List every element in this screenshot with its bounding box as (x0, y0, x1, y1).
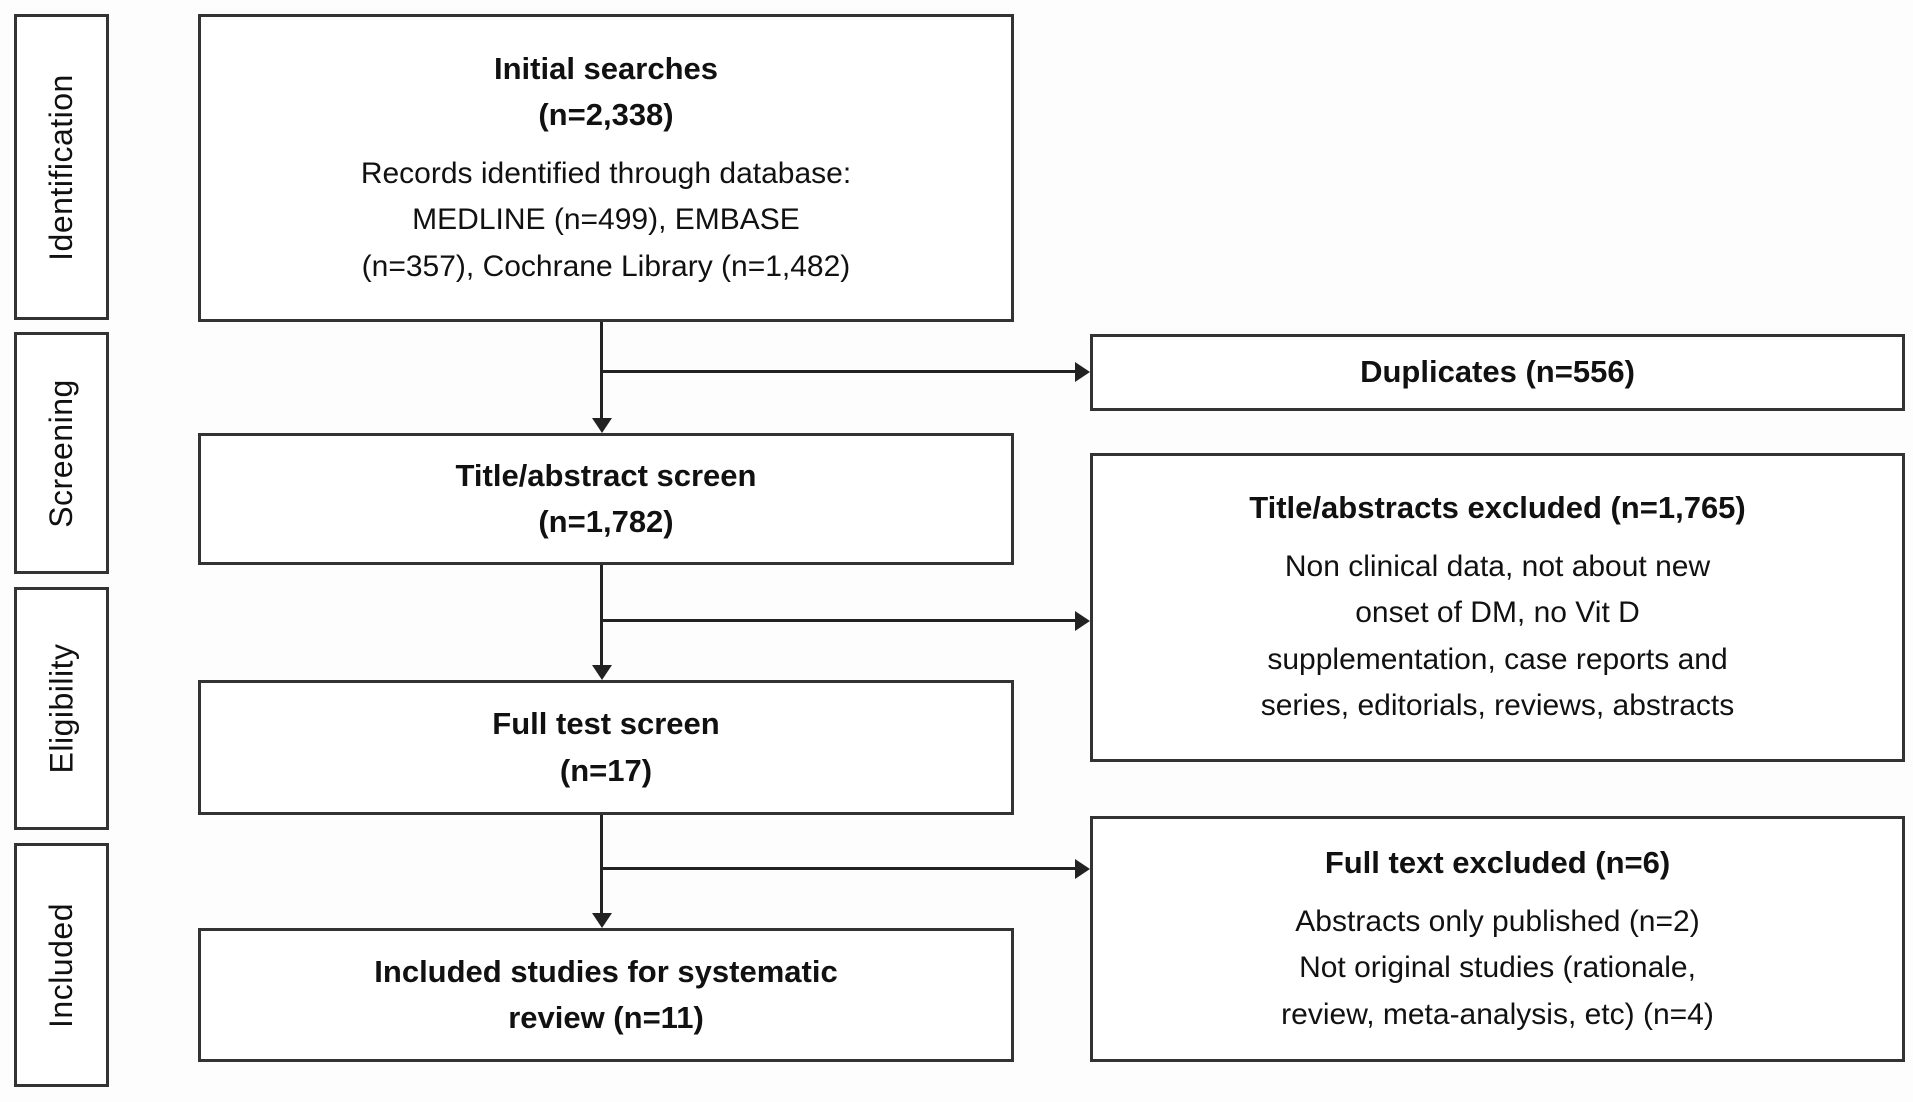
stage-included: Included (14, 843, 109, 1087)
arrow-fulltext-to-included-icon (592, 913, 612, 928)
full-text-excluded-body: Abstracts only published (n=2) Not origi… (1281, 904, 1714, 1031)
stage-identification: Identification (14, 14, 109, 320)
stage-screening: Screening (14, 332, 109, 574)
box-included-studies: Included studies for systematic review (… (198, 928, 1014, 1062)
stage-screening-label: Screening (43, 378, 79, 528)
initial-searches-body: Records identified through database: MED… (360, 156, 852, 283)
title-abstracts-excluded-title: Title/abstracts excluded (n=1,765) (1249, 490, 1746, 526)
connector-to-full-text-excluded-line (600, 867, 1076, 870)
connector-fulltext-to-included-line (600, 815, 603, 915)
arrow-to-full-text-excluded-icon (1075, 859, 1090, 879)
included-studies-title: Included studies for systematic review (… (374, 953, 838, 1036)
stage-eligibility-label: Eligibility (43, 643, 80, 774)
box-title-abstract-screen: Title/abstract screen (n=1,782) (198, 433, 1014, 565)
box-duplicates: Duplicates (n=556) (1090, 334, 1905, 411)
box-initial-searches: Initial searches (n=2,338) Records ident… (198, 14, 1014, 322)
box-title-abstracts-excluded: Title/abstracts excluded (n=1,765) Non c… (1090, 453, 1905, 762)
title-abstracts-excluded-body: Non clinical data, not about new onset o… (1260, 549, 1735, 723)
stage-identification-label: Identification (43, 73, 80, 261)
arrow-initial-to-screen-icon (592, 418, 612, 433)
stage-eligibility: Eligibility (14, 587, 109, 830)
full-text-screen-title: Full test screen (n=17) (492, 706, 720, 788)
connector-to-title-abstracts-excluded-line (600, 619, 1076, 622)
arrow-to-title-abstracts-excluded-icon (1075, 611, 1090, 631)
connector-to-duplicates-line (600, 370, 1076, 373)
arrow-to-duplicates-icon (1075, 362, 1090, 382)
connector-screen-to-fulltext-line (600, 565, 603, 667)
full-text-excluded-title: Full text excluded (n=6) (1324, 845, 1671, 880)
title-abstract-screen-title: Title/abstract screen (n=1,782) (455, 457, 757, 540)
box-full-text-excluded: Full text excluded (n=6) Abstracts only … (1090, 816, 1905, 1062)
duplicates-title: Duplicates (n=556) (1360, 354, 1635, 390)
stage-included-label: Included (43, 902, 80, 1028)
arrow-screen-to-fulltext-icon (592, 665, 612, 680)
box-full-text-screen: Full test screen (n=17) (198, 680, 1014, 815)
initial-searches-title: Initial searches (n=2,338) (493, 50, 718, 133)
